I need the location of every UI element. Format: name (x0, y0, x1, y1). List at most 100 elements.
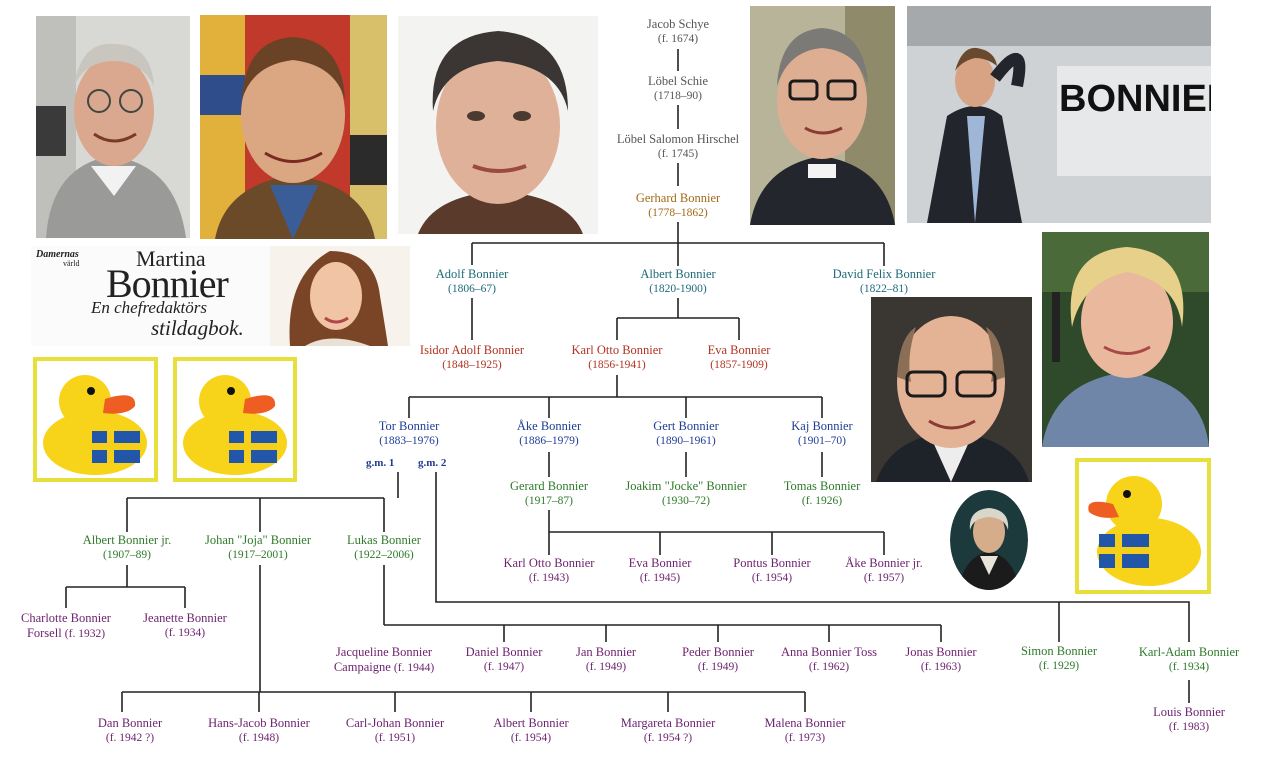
portrait-photo-woman-blonde-curly (1042, 232, 1209, 447)
person-jacob-schye: Jacob Schye (f. 1674) (647, 17, 709, 47)
magazine-ad-martina-bonnier: Damernas värld Martina Bonnier En chefre… (31, 246, 410, 346)
person-years: (1848–1925) (442, 359, 502, 371)
person-albert-bonnier-jr: Albert Bonnier jr.(1907–89) (83, 533, 172, 563)
person-years: (1856-1941) (588, 359, 646, 371)
person-name: Pontus Bonnier (733, 556, 811, 570)
person-years: (f. 1943) (528, 572, 570, 584)
person-years: (1718–90) (654, 90, 702, 102)
person-name: Joakim "Jocke" Bonnier (625, 479, 747, 493)
person-name: Tomas Bonnier (783, 479, 861, 493)
marriage-label-1: g.m. 1 (366, 457, 395, 469)
person-years: (f. 1947) (483, 661, 525, 673)
bonnier-sign-text: BONNIER (1059, 78, 1211, 120)
person-years: (1922–2006) (354, 549, 414, 561)
person-lobel-salomon-hirschel: Löbel Salomon Hirschel (f. 1745) (617, 132, 739, 162)
person-name: Karl Otto Bonnier (571, 343, 663, 357)
person-name: Åke Bonnier jr. (845, 556, 923, 570)
person-years: (f. 1945) (639, 572, 681, 584)
person-name: Gerhard Bonnier (635, 191, 721, 205)
person-years: (f. 1674) (657, 33, 699, 45)
person-name: Malena Bonnier (764, 716, 846, 730)
person-years: (1806–67) (448, 283, 496, 295)
person-years: (1907–89) (103, 549, 151, 561)
person-karl-otto-bonnier: Karl Otto Bonnier (1856-1941) (572, 343, 663, 373)
person-years: (f. 1954) (751, 572, 793, 584)
person-kaj-bonnier: Kaj Bonnier(1901–70) (791, 419, 852, 449)
person-albert-bonnier: Albert Bonnier (1820-1900) (640, 267, 715, 297)
person-years: (f. 1951) (374, 732, 416, 744)
ad-first-name: Martina (136, 246, 206, 271)
person-albert-bonnier-1954: Albert Bonnier (f. 1954) (493, 716, 568, 746)
person-name: Peder Bonnier (682, 645, 754, 659)
person-malena-bonnier: Malena Bonnier (f. 1973) (765, 716, 846, 746)
person-karl-adam-bonnier: Karl-Adam Bonnier(f. 1934) (1139, 645, 1239, 675)
portrait-photo-woman-short-hair (398, 16, 598, 234)
person-years: (f. 1963) (920, 661, 962, 673)
person-years: (f. 1949) (697, 661, 739, 673)
person-louis-bonnier: Louis Bonnier(f. 1983) (1153, 705, 1225, 735)
person-name: Jacob Schye (646, 17, 710, 31)
person-years: (f. 1934) (164, 627, 206, 639)
person-years: (f. 1926) (801, 495, 843, 507)
person-name2: Forsell (26, 626, 62, 640)
person-gert-bonnier: Gert Bonnier(1890–1961) (653, 419, 719, 449)
person-isidor-adolf-bonnier: Isidor Adolf Bonnier (1848–1925) (420, 343, 524, 373)
person-years: (f. 1932) (64, 628, 106, 640)
person-years: (f. 1934) (1168, 661, 1210, 673)
person-name-line2: Campaigne (f. 1944) (334, 660, 434, 676)
person-name: Jonas Bonnier (905, 645, 977, 659)
bonnier-sign-photo: BONNIER (907, 6, 1211, 223)
person-name: Dan Bonnier (97, 716, 163, 730)
ad-tagline-2: stildagbok. (151, 316, 244, 340)
person-years: (1820-1900) (649, 283, 707, 295)
person-name: Jeanette Bonnier (143, 611, 227, 625)
person-pontus-bonnier: Pontus Bonnier (f. 1954) (733, 556, 810, 586)
person-name: Eva Bonnier (707, 343, 771, 357)
person-years: (1930–72) (662, 495, 710, 507)
person-jan-bonnier: Jan Bonnier(f. 1949) (576, 645, 636, 675)
person-years: (f. 1929) (1038, 660, 1080, 672)
person-years: (1886–1979) (519, 435, 579, 447)
person-anna-bonnier-toss: Anna Bonnier Toss(f. 1962) (781, 645, 877, 675)
person-david-felix-bonnier: David Felix Bonnier(1822–81) (833, 267, 936, 297)
person-name: Åke Bonnier (516, 419, 582, 433)
portrait-photo-man-colorful-background (200, 15, 387, 239)
person-years: (f. 1949) (585, 661, 627, 673)
marriage-label-2: g.m. 2 (418, 457, 447, 469)
rubber-duck-swedish-flag-3 (1075, 458, 1211, 594)
person-years: (f. 1948) (238, 732, 280, 744)
person-years: (1883–1976) (379, 435, 439, 447)
person-years: (f. 1954) (510, 732, 552, 744)
ad-tagline-1: En chefredaktörs (91, 298, 207, 317)
person-years: (f. 1973) (784, 732, 826, 744)
person-peder-bonnier: Peder Bonnier (f. 1949) (682, 645, 754, 675)
person-name: Kaj Bonnier (791, 419, 853, 433)
person-simon-bonnier: Simon Bonnier(f. 1929) (1021, 644, 1097, 674)
person-name-line2: Forsell (f. 1932) (21, 626, 111, 642)
person-adolf-bonnier: Adolf Bonnier (1806–67) (436, 267, 509, 297)
person-years: (f. 1745) (657, 148, 699, 160)
person-name: Albert Bonnier (640, 267, 716, 281)
person-jeanette-bonnier: Jeanette Bonnier (f. 1934) (143, 611, 227, 641)
person-name: Albert Bonnier (493, 716, 569, 730)
rubber-duck-swedish-flag-2 (173, 357, 297, 482)
person-years: (1890–1961) (656, 435, 716, 447)
person-name: Johan "Joja" Bonnier (204, 533, 312, 547)
person-years: (1857-1909) (710, 359, 768, 371)
person-jonas-bonnier: Jonas Bonnier (f. 1963) (905, 645, 976, 675)
person-years: (1822–81) (860, 283, 908, 295)
portrait-oval-historic-gentleman (950, 490, 1028, 590)
person-years: (1778–1862) (648, 207, 708, 219)
person-carl-johan-bonnier: Carl-Johan Bonnier(f. 1951) (346, 716, 444, 746)
person-karl-otto-bonnier-1943: Karl Otto Bonnier(f. 1943) (504, 556, 595, 586)
person-name2: Campaigne (333, 660, 391, 674)
person-gerard-bonnier: Gerard Bonnier(1917–87) (510, 479, 588, 509)
person-name: Adolf Bonnier (435, 267, 509, 281)
person-eva-bonnier-1945: Eva Bonnier(f. 1945) (629, 556, 692, 586)
person-name: Lukas Bonnier (347, 533, 421, 547)
person-name: Löbel Salomon Hirschel (616, 132, 740, 146)
portrait-photo-priest-glasses (750, 6, 895, 225)
person-name: Isidor Adolf Bonnier (419, 343, 525, 357)
